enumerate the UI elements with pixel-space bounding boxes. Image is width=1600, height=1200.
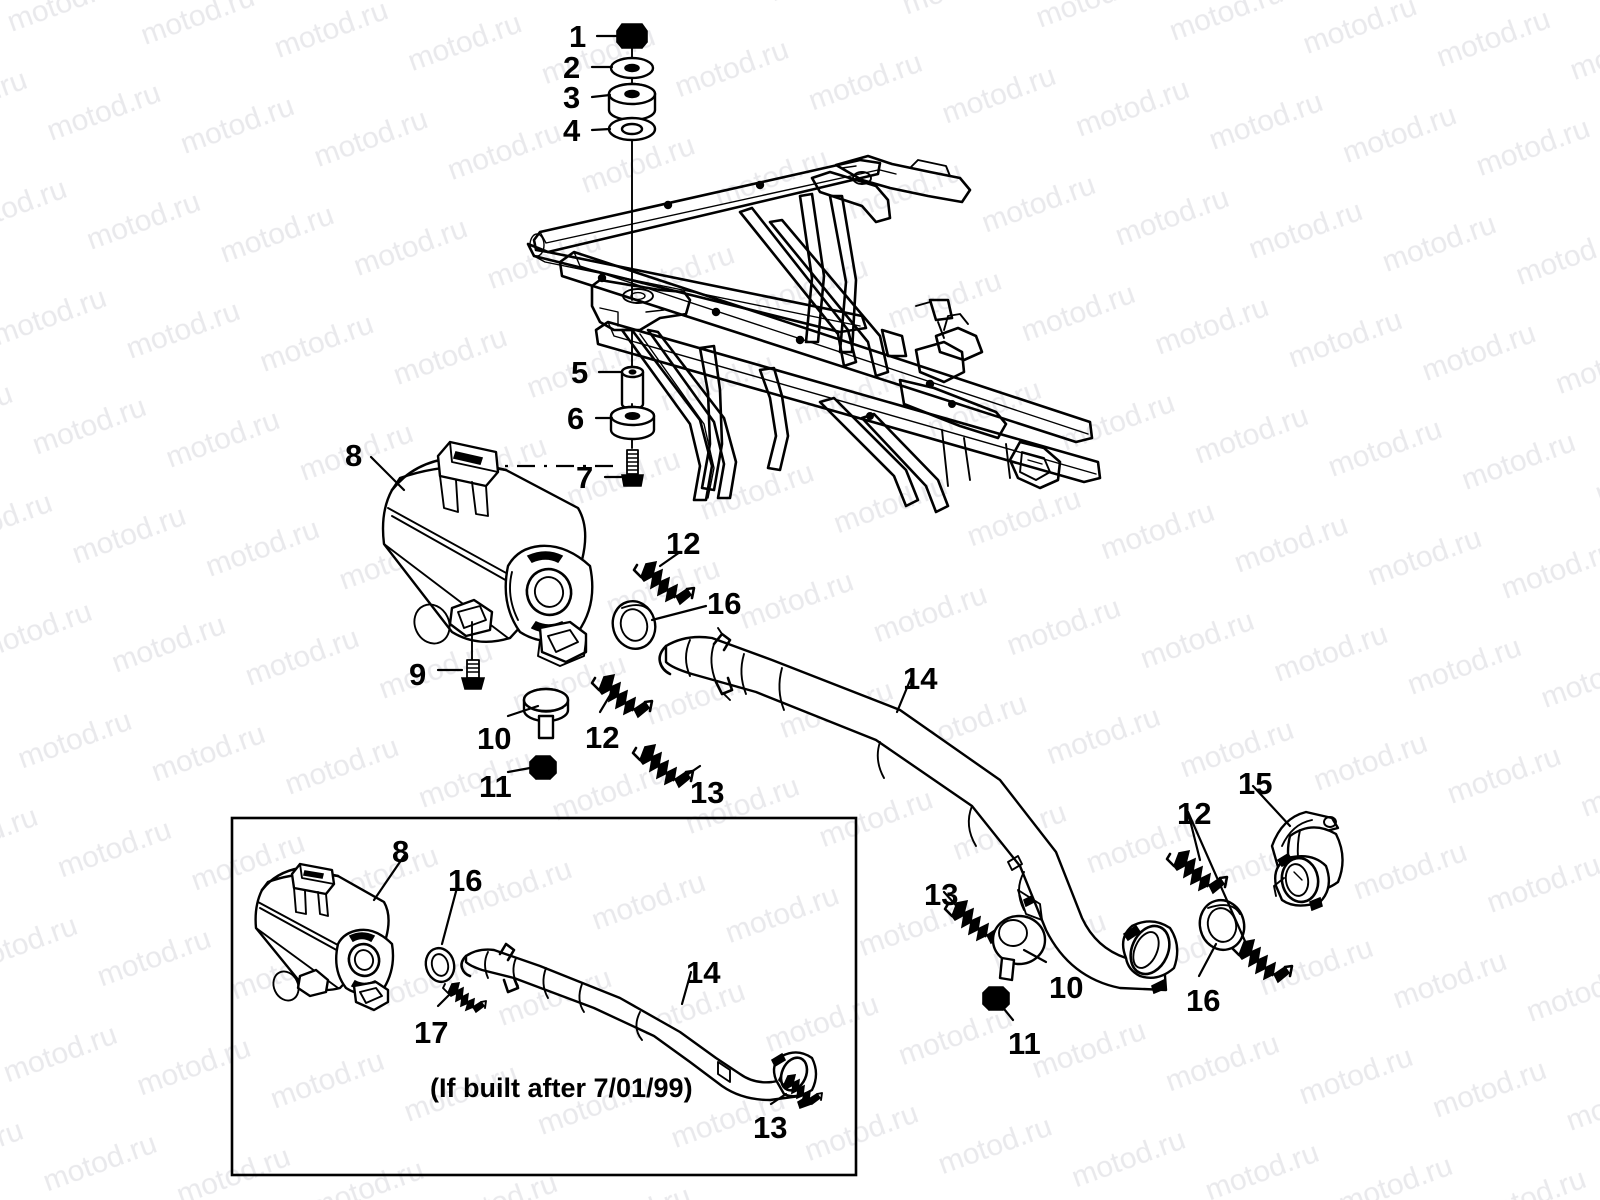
- callout-10-right: 10: [1049, 970, 1084, 1005]
- inset-build-date-note: (If built after 7/01/99): [430, 1073, 693, 1103]
- inset-callout-13: 13: [753, 1110, 788, 1145]
- part-2-washer: [609, 56, 655, 80]
- callout-16-right: 16: [1186, 983, 1221, 1018]
- callout-14: 14: [903, 661, 938, 696]
- callout-13-right: 13: [924, 877, 959, 912]
- hardware-stack-top: [607, 23, 657, 301]
- part-8-muffler: [381, 440, 594, 667]
- part-6-grommet: [609, 405, 656, 441]
- inset-callout-14: 14: [686, 955, 721, 990]
- part-3-spacer: [607, 82, 657, 122]
- part-12-spring-right-upper: [1165, 849, 1229, 895]
- part-5-collar: [620, 365, 645, 411]
- callout-10: 10: [477, 721, 512, 756]
- hardware-stack-mid: [609, 329, 656, 487]
- part-12-spring-upper: [632, 560, 696, 606]
- part-11-nut-right: [982, 986, 1010, 1011]
- callout-11: 11: [479, 769, 512, 804]
- callout-3: 3: [563, 80, 581, 115]
- inset-spring-17: [442, 982, 487, 1014]
- part-7-bolt: [621, 449, 644, 487]
- inset-callout-8: 8: [392, 834, 410, 869]
- callout-1: 1: [569, 19, 587, 54]
- part-15-heat-shield: [1270, 810, 1344, 912]
- part-13-spring-left: [631, 743, 695, 789]
- callout-16-upper: 16: [707, 586, 742, 621]
- part-11-nut: [529, 755, 557, 780]
- callout-12-lower: 12: [585, 720, 620, 755]
- muffler-rear-bracket: [537, 620, 588, 667]
- callout-4: 4: [563, 113, 581, 148]
- callout-5: 5: [571, 355, 589, 390]
- inset-muffler: [254, 862, 395, 1012]
- callout-6: 6: [567, 401, 585, 436]
- inset-callout-17: 17: [414, 1015, 449, 1050]
- callout-9: 9: [409, 657, 427, 692]
- part-10-rubber-mount-right: [991, 914, 1047, 982]
- part-10-rubber-mount: [522, 687, 570, 740]
- inset-callout-16: 16: [448, 863, 483, 898]
- part-16-gasket-right: [1198, 898, 1246, 952]
- part-12-spring-right-lower: [1230, 938, 1294, 984]
- callout-2: 2: [563, 50, 581, 85]
- callout-15: 15: [1238, 766, 1273, 801]
- callout-8: 8: [345, 438, 363, 473]
- part-1-nut: [616, 23, 648, 49]
- callout-12-right: 12: [1177, 796, 1212, 831]
- callout-13-left: 13: [690, 775, 725, 810]
- callout-11-right: 11: [1008, 1026, 1041, 1061]
- callout-7: 7: [576, 460, 594, 495]
- part-16-gasket-upper: [611, 600, 657, 650]
- callout-12-upper: 12: [666, 526, 701, 561]
- part-4-washer: [607, 116, 657, 142]
- frame-assembly: [526, 154, 1102, 514]
- inset-gasket: [424, 946, 456, 984]
